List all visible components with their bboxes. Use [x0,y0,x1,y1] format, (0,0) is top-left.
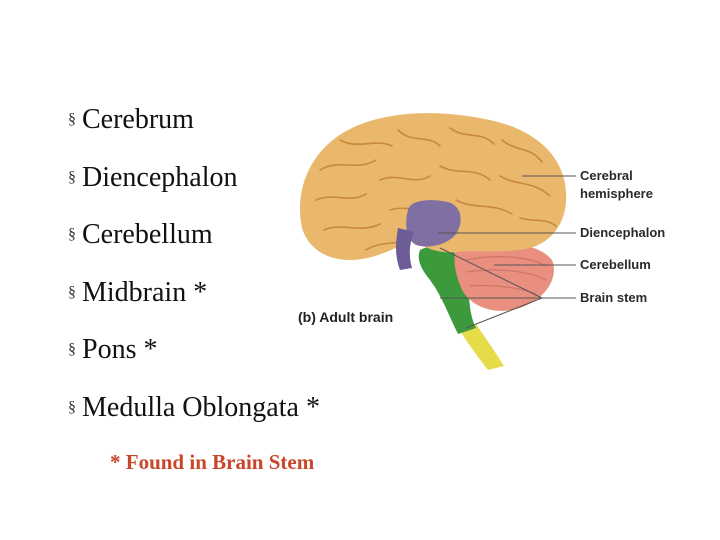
brain-illustration: Cerebral hemisphere Diencephalon Cerebel… [298,113,665,370]
bullet-marker-icon: § [68,284,76,301]
label-cerebral: Cerebral [580,168,633,183]
bullet-marker-icon: § [68,169,76,186]
bullet-cerebrum: § Cerebrum [68,104,194,136]
bullet-marker-icon: § [68,399,76,416]
brain-figure: Cerebral hemisphere Diencephalon Cerebel… [280,100,710,380]
bullet-label: Cerebrum [82,104,194,135]
spinal-cord [458,324,504,370]
bullet-midbrain: § Midbrain * [68,277,207,309]
bullet-marker-icon: § [68,226,76,243]
cerebrum [299,113,567,260]
bullet-label: Pons * [82,334,158,365]
diencephalon [406,200,461,247]
figure-caption: (b) Adult brain [298,309,393,325]
footnote: * Found in Brain Stem [110,450,315,474]
bullet-marker-icon: § [68,341,76,358]
bullet-label: Midbrain * [82,277,208,308]
bullet-diencephalon: § Diencephalon [68,162,238,194]
bullet-marker-icon: § [68,111,76,128]
label-brain-stem: Brain stem [580,290,647,305]
bullet-label: Medulla Oblongata * [82,392,320,423]
bullet-label: Cerebellum [82,219,213,250]
label-diencephalon: Diencephalon [580,225,665,240]
bullet-cerebellum: § Cerebellum [68,219,213,251]
label-cerebellum: Cerebellum [580,257,651,272]
bullet-medulla: § Medulla Oblongata * [68,392,320,424]
diencephalon-extension [396,228,414,270]
bullet-label: Diencephalon [82,162,238,193]
label-hemisphere: hemisphere [580,186,653,201]
bullet-pons: § Pons * [68,334,157,366]
